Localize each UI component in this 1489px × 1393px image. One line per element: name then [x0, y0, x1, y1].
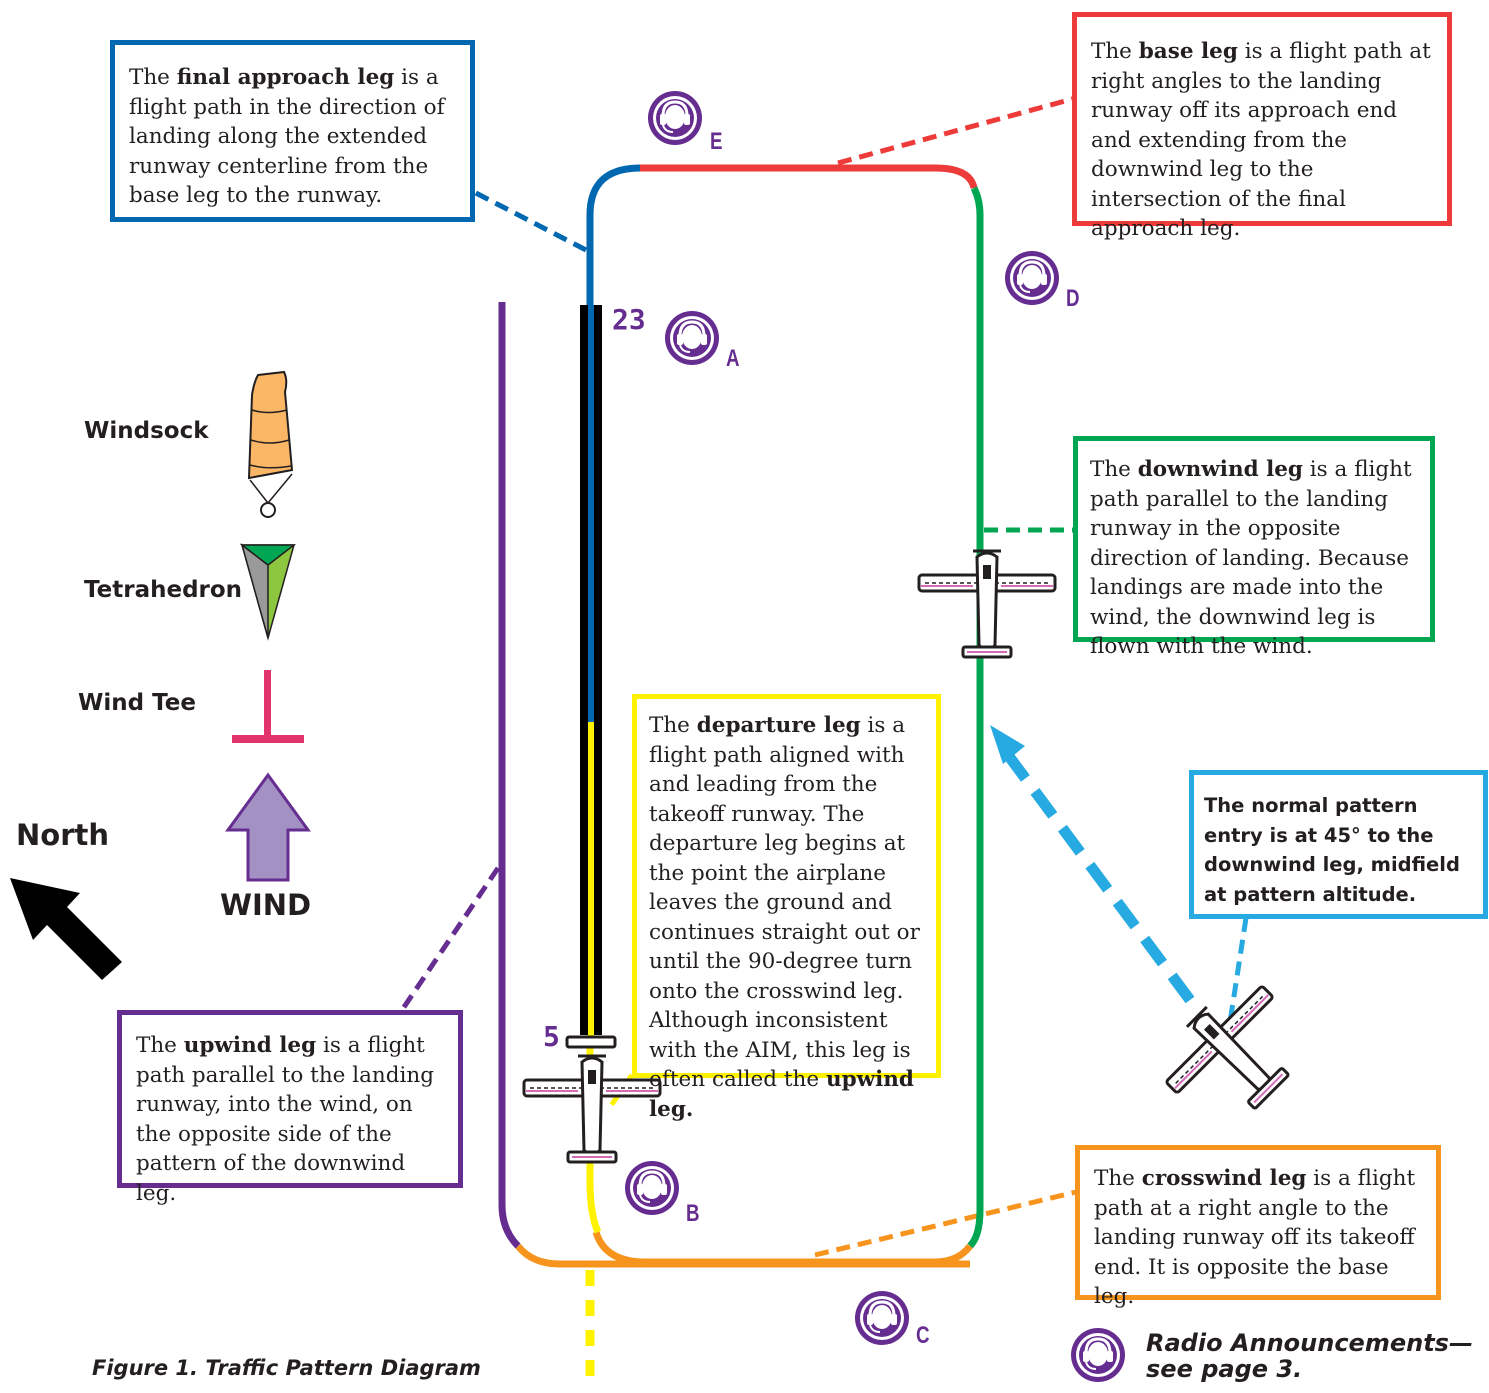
crosswind-leg-path [515, 1230, 973, 1268]
radio-legend-icon [1069, 1326, 1127, 1384]
radio-icon-e [646, 89, 704, 147]
downwind-leg-term: downwind leg [1137, 457, 1303, 482]
radio-icon-d [1003, 249, 1061, 307]
radio-icon-c [853, 1289, 911, 1347]
downwind-airplane [917, 549, 1057, 659]
departure-upwind-term: upwind leg. [649, 1067, 914, 1122]
radio-icon-a [663, 309, 721, 367]
windsock-label: Windsock [84, 418, 209, 444]
radio-letter-d: D [1066, 285, 1080, 312]
tetrahedron-label: Tetrahedron [84, 577, 243, 603]
crosswind-connector [814, 1189, 1077, 1258]
figure-caption: Figure 1. Traffic Pattern Diagram [92, 1356, 481, 1380]
base-leg-box: The base leg is a flight path at right a… [1072, 12, 1452, 241]
runway-23-label: 23 [612, 303, 646, 336]
tetrahedron-icon [239, 543, 297, 641]
runway-5-label: 5 [543, 1020, 560, 1053]
base-connector [837, 95, 1077, 166]
north-label: North [16, 818, 110, 852]
radio-letter-b: B [686, 1200, 700, 1227]
entry-arrow [1003, 751, 1195, 1004]
upwind-leg-box: The upwind leg is a flight path parallel… [117, 1010, 463, 1206]
crosswind-leg-term: crosswind leg [1141, 1166, 1307, 1191]
radio-letter-e: E [710, 128, 723, 155]
wind-arrow-icon [225, 772, 311, 882]
crosswind-leg-box: The crosswind leg is a flight path at a … [1075, 1145, 1441, 1309]
radio-letter-c: C [916, 1322, 930, 1349]
downwind-leg-box: The downwind leg is a flight path parall… [1073, 436, 1435, 659]
windsock-icon [247, 370, 294, 518]
final-leg-path [586, 164, 641, 722]
wind-tee-icon [232, 670, 304, 743]
radio-letter-a: A [726, 345, 740, 372]
base-leg-path [640, 164, 978, 190]
radio-legend-text: Radio Announcements— see page 3. [1146, 1329, 1473, 1383]
departure-leg-path [586, 722, 602, 1234]
north-arrow-icon [10, 878, 122, 980]
radio-icon-b [623, 1159, 681, 1217]
wind-label: WIND [220, 888, 312, 922]
final-approach-box: The final approach leg is a flight path … [110, 40, 475, 222]
downwind-leg-path [967, 186, 984, 1249]
final-approach-term: final approach leg [176, 65, 395, 90]
wind-tee-label: Wind Tee [78, 690, 196, 716]
upwind-leg-term: upwind leg [183, 1033, 317, 1058]
departure-leg-term: departure leg [696, 713, 861, 738]
departure-leg-box: The departure leg is a flight path align… [632, 694, 941, 1122]
upwind-leg-path [498, 302, 521, 1249]
pattern-entry-box: The normal pattern entry is at 45° to th… [1189, 770, 1488, 919]
upwind-connector [399, 866, 501, 1012]
final-connector [472, 189, 588, 253]
base-leg-term: base leg [1138, 39, 1238, 64]
